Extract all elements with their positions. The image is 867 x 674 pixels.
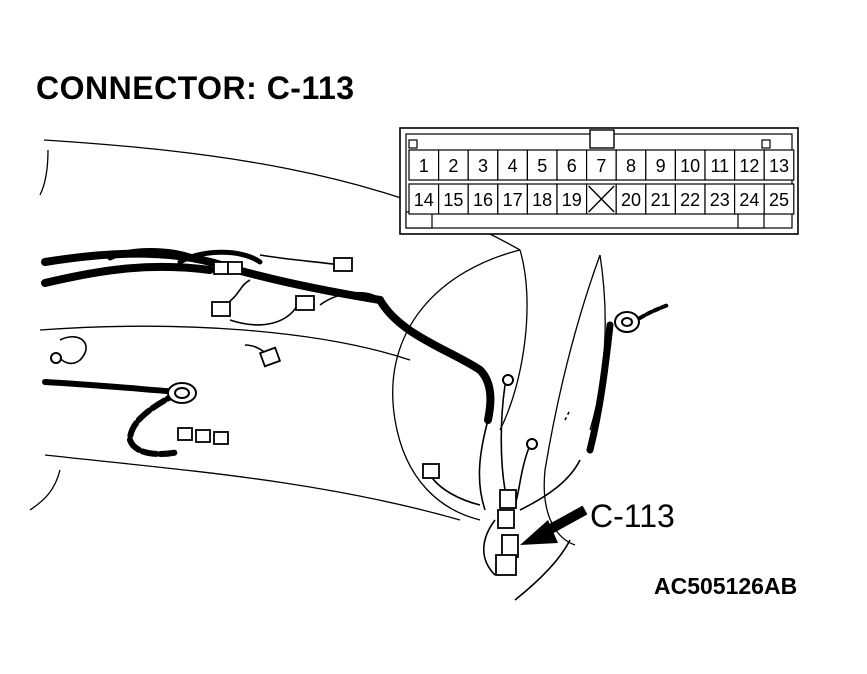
pin-number: 11: [710, 156, 729, 176]
pin-number: 16: [473, 190, 493, 210]
pin-cell: [438, 183, 469, 215]
pin-number: 23: [710, 190, 730, 210]
pin-number: 1: [419, 156, 429, 176]
pin-number: 15: [443, 190, 463, 210]
pin-cell: [556, 183, 588, 215]
pin-cell: [763, 149, 795, 181]
pin-number: 9: [656, 156, 666, 176]
empty-pin-mark: [588, 185, 615, 213]
grommets: [50, 311, 640, 450]
pin-number: 18: [532, 190, 552, 210]
pin-cell: [615, 149, 647, 181]
pin-cell: [704, 183, 736, 215]
pin-cell: [556, 149, 588, 181]
pin-number: 21: [651, 190, 671, 210]
pin-number: 6: [567, 156, 577, 176]
harness-connectors: [177, 257, 519, 576]
pin-number: 10: [680, 156, 700, 176]
pin-cell: [674, 183, 706, 215]
diagram-title: CONNECTOR: C-113: [36, 70, 355, 106]
connector-callout-label: C-113: [590, 498, 675, 534]
pin-cell: [497, 149, 528, 181]
pin-cell: [467, 149, 499, 181]
pin-number: 4: [508, 156, 518, 176]
pin-cell: [526, 149, 558, 181]
pin-cell: [733, 149, 765, 181]
pin-number: 14: [414, 190, 434, 210]
pin-cell: [408, 183, 440, 215]
pin-number: 20: [621, 190, 641, 210]
pin-cell: [526, 183, 558, 215]
pin-number: 13: [769, 156, 789, 176]
pin-cell: [585, 149, 617, 181]
harness-bundles: [41, 248, 670, 457]
callout-arrow: [520, 505, 588, 545]
pin-cell: [733, 183, 765, 215]
pin-cell: [763, 183, 795, 215]
pin-number: 25: [769, 190, 789, 210]
pin-number: 7: [596, 156, 606, 176]
pin-cell: [467, 183, 499, 215]
pin-cell: [615, 183, 647, 215]
figure-id: AC505126AB: [654, 573, 798, 599]
pin-number: 22: [680, 190, 700, 210]
pin-number: 24: [739, 190, 759, 210]
pin-number: 19: [562, 190, 582, 210]
pin-number: 2: [448, 156, 458, 176]
pin-number: 3: [478, 156, 488, 176]
pin-number: 12: [739, 156, 759, 176]
pin-number: 8: [626, 156, 636, 176]
pin-number: 5: [537, 156, 547, 176]
pin-cell: [438, 149, 469, 181]
pin-cell: [645, 183, 676, 215]
pin-number: 17: [503, 190, 523, 210]
